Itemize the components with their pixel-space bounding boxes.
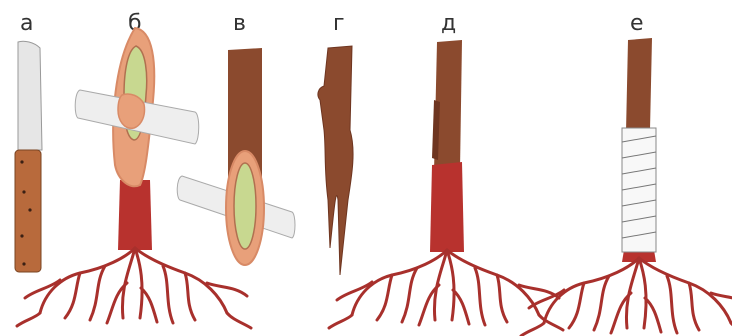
handle-rivet xyxy=(28,208,31,211)
rootstock-stem xyxy=(118,180,152,250)
split-scion xyxy=(318,46,353,275)
handle-rivet xyxy=(22,262,25,265)
scion-stem xyxy=(626,38,652,132)
split-scion-illustration xyxy=(318,46,353,275)
bandage-wrap xyxy=(622,128,656,252)
knife-blade xyxy=(18,41,42,150)
roots xyxy=(17,248,251,328)
roots xyxy=(329,250,563,330)
cambium-layer xyxy=(234,163,256,249)
rootstock-stem xyxy=(430,162,464,252)
handle-rivet xyxy=(22,190,25,193)
handle-rivet xyxy=(20,160,23,163)
grafting-knife-illustration xyxy=(15,41,42,272)
cut-surface-front xyxy=(118,94,145,128)
cleft-cut-illustration xyxy=(17,28,251,328)
oblique-cut-illustration xyxy=(177,48,295,265)
bandaged-seedling-illustration xyxy=(521,38,732,336)
handle-rivet xyxy=(20,234,23,237)
panel-label-g: г xyxy=(333,11,345,36)
panel-label-v: в xyxy=(233,11,246,36)
panel-label-a: а xyxy=(20,11,33,36)
panel-label-e: е xyxy=(630,11,644,36)
joined-seedling-illustration xyxy=(329,40,563,330)
panel-label-d: д xyxy=(441,11,456,36)
knife-handle xyxy=(15,150,41,272)
